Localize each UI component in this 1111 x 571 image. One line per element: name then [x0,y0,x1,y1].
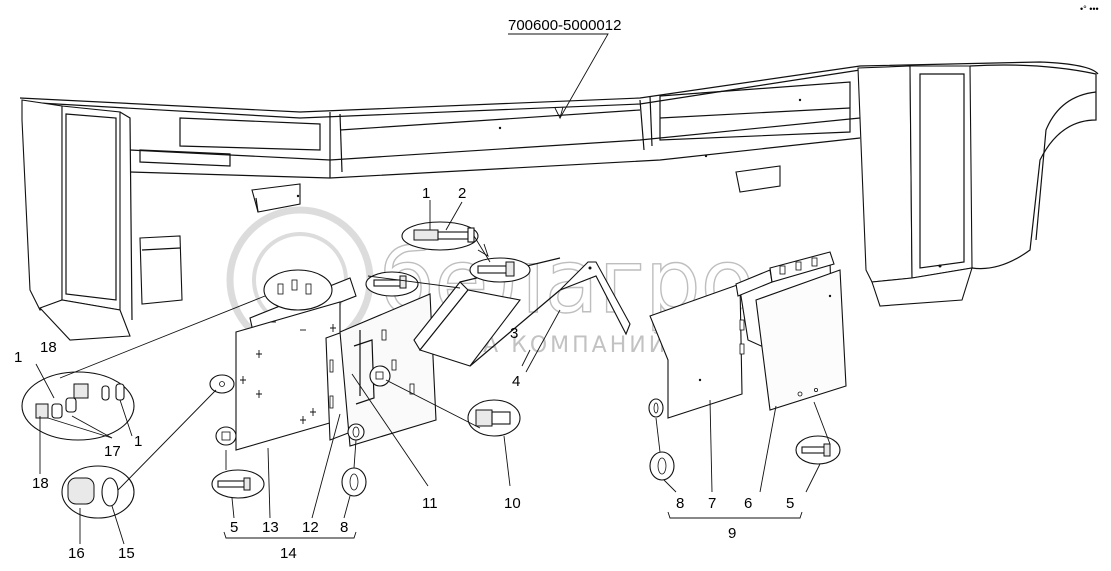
callout-18-bottom: 18 [32,475,49,492]
center-bracket [413,257,631,367]
corner-marks: •° ••• [1080,4,1099,14]
callout-16: 16 [68,545,85,562]
callout-6: 6 [744,495,752,512]
callout-9: 9 [728,525,736,542]
callout-1-top: 1 [422,185,430,202]
labels: 700600-5000012 1 2 3 4 18 1 17 1 18 16 1… [14,17,794,562]
callout-15: 15 [118,545,135,562]
callout-5-right: 5 [786,495,794,512]
chassis-frame [19,61,1099,341]
callout-2: 2 [458,185,466,202]
callout-1-right: 1 [134,433,142,450]
hardware-callouts [21,221,841,519]
assembly-number: 700600-5000012 [508,17,621,34]
callout-8-left: 8 [340,519,348,536]
callout-5-left: 5 [230,519,238,536]
callout-10: 10 [504,495,521,512]
left-mudflap-assembly [235,277,437,451]
callout-18-top: 18 [40,339,57,356]
callout-17: 17 [104,443,121,460]
callout-1-left: 1 [14,349,22,366]
callout-8-right: 8 [676,495,684,512]
callout-13: 13 [262,519,279,536]
callout-4: 4 [512,373,520,390]
mudflap-7 [649,283,743,419]
callout-11: 11 [422,495,438,512]
callout-12: 12 [302,519,319,536]
callout-3: 3 [510,325,518,342]
callout-7: 7 [708,495,716,512]
right-mudflap-assembly [649,251,847,419]
leader-lines [35,33,831,545]
callout-14: 14 [280,545,297,562]
